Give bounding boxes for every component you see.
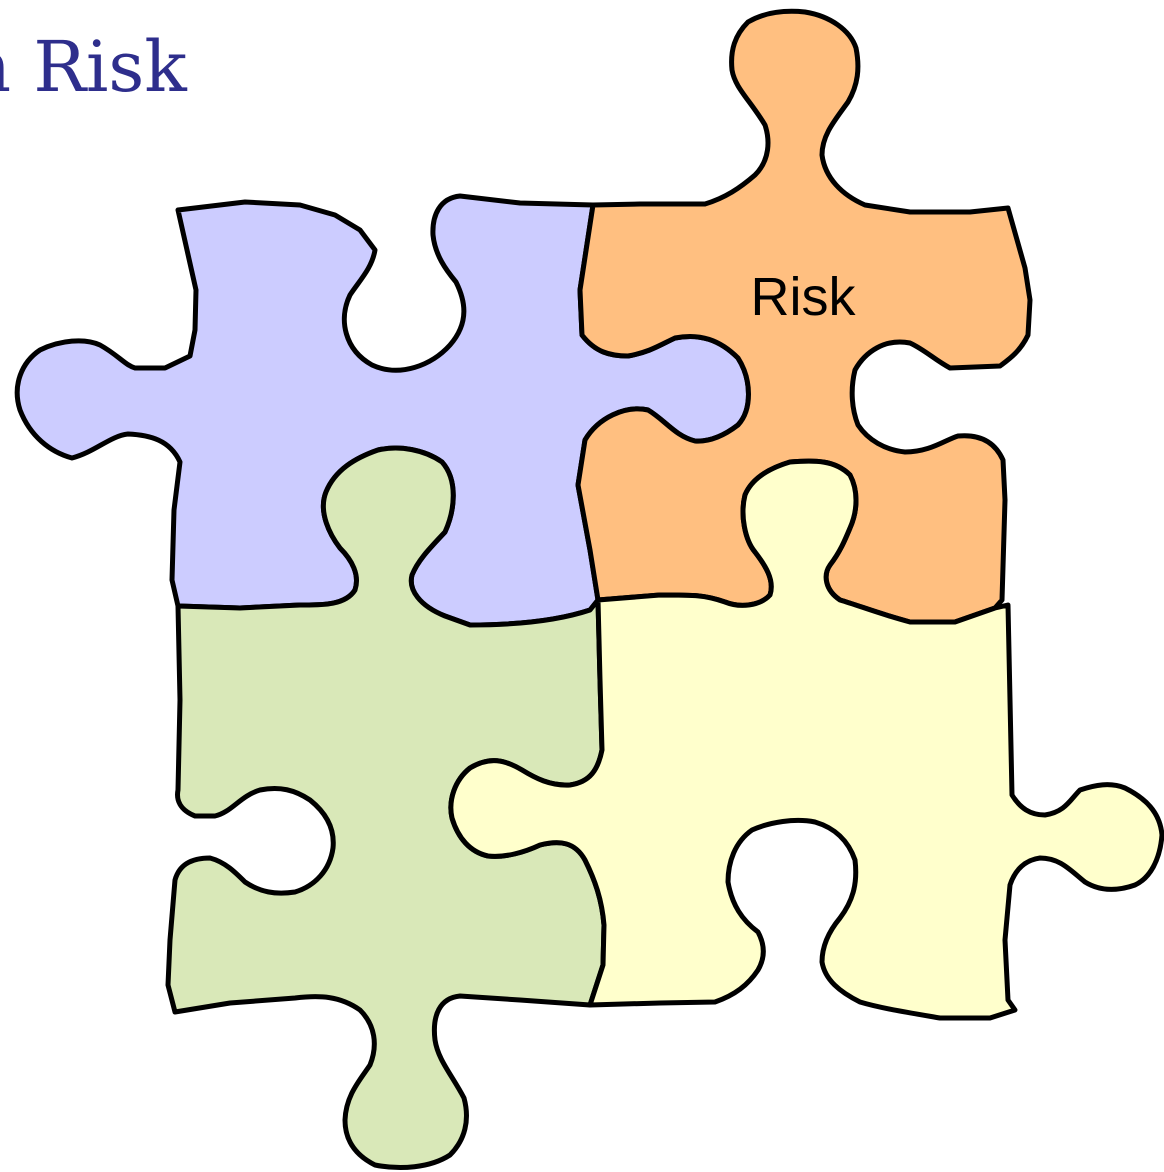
slide-title: n Risk bbox=[0, 26, 187, 108]
puzzle-piece-label-risk: Risk bbox=[751, 267, 857, 327]
puzzle-piece-bottom-right bbox=[448, 458, 1164, 1021]
